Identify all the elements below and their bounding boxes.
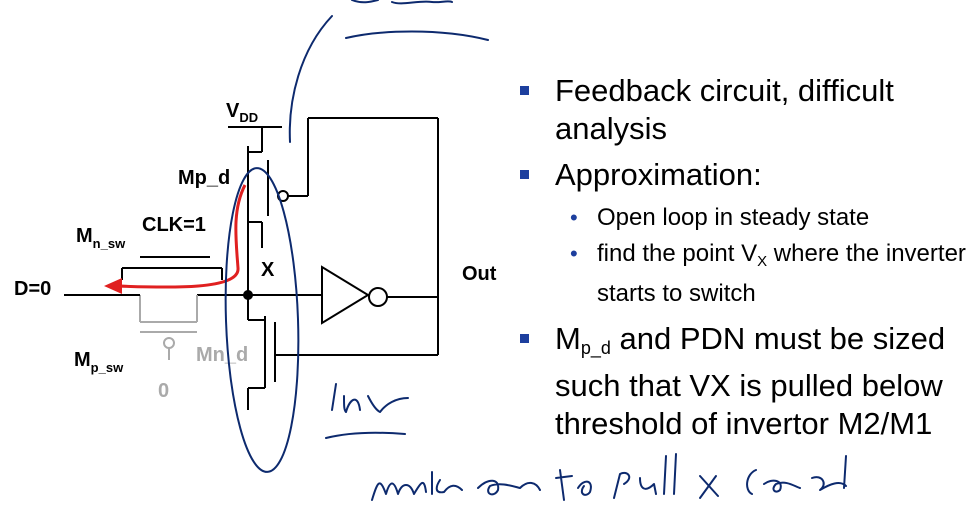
bullet-item: Approximation: bbox=[518, 156, 973, 194]
bullet-text: Mp_d and PDN must be sized such that VX … bbox=[555, 321, 946, 441]
mn-d-transistor bbox=[247, 295, 438, 410]
inverter-circle-annotation bbox=[224, 167, 300, 473]
mp-d-label: Mp_d bbox=[178, 167, 230, 189]
d-input-label: D=0 bbox=[14, 278, 51, 300]
handwriting-bottom-note bbox=[371, 453, 847, 501]
feedback-wire bbox=[307, 117, 439, 355]
sub-bullet-item: • Open loop in steady state bbox=[518, 202, 973, 234]
handwriting-bracket-arc bbox=[288, 15, 333, 143]
mp-sw-label: Mp_sw bbox=[74, 349, 124, 375]
bullet-item: Mp_d and PDN must be sized such that VX … bbox=[518, 320, 973, 443]
vdd-label: VDD bbox=[226, 100, 258, 125]
bullet-text: Feedback circuit, difficult analysis bbox=[555, 73, 894, 146]
mn-sw-transistor bbox=[121, 256, 223, 280]
out-label: Out bbox=[462, 263, 497, 285]
bullet-list: Feedback circuit, difficult analysis App… bbox=[518, 72, 973, 451]
handwriting-inv bbox=[325, 383, 409, 439]
sub-bullet-text: find the point VX where the inverter sta… bbox=[597, 240, 966, 307]
square-bullet-icon bbox=[520, 170, 529, 179]
mn-d-label: Mn_d bbox=[196, 344, 248, 366]
mn-sw-label: Mn_sw bbox=[76, 225, 126, 251]
node-x-wires bbox=[197, 222, 322, 296]
current-path-arrow bbox=[104, 184, 247, 294]
clk-label: CLK=1 bbox=[142, 214, 206, 236]
handwriting-bleeder bbox=[345, 0, 489, 41]
x-node-label: X bbox=[261, 259, 275, 281]
bullet-text: Approximation: bbox=[555, 157, 762, 192]
square-bullet-icon bbox=[520, 86, 529, 95]
mp-sw-transistor bbox=[139, 295, 198, 360]
sub-bullet-item: • find the point VX where the inverter s… bbox=[518, 238, 973, 310]
zero-label: 0 bbox=[158, 380, 169, 402]
mp-d-transistor bbox=[247, 127, 308, 248]
dot-bullet-icon: • bbox=[570, 205, 578, 230]
sub-bullet-text: Open loop in steady state bbox=[597, 204, 870, 231]
inverter bbox=[321, 265, 438, 325]
dot-bullet-icon: • bbox=[570, 241, 578, 266]
bullet-item: Feedback circuit, difficult analysis bbox=[518, 72, 973, 148]
square-bullet-icon bbox=[520, 334, 529, 343]
